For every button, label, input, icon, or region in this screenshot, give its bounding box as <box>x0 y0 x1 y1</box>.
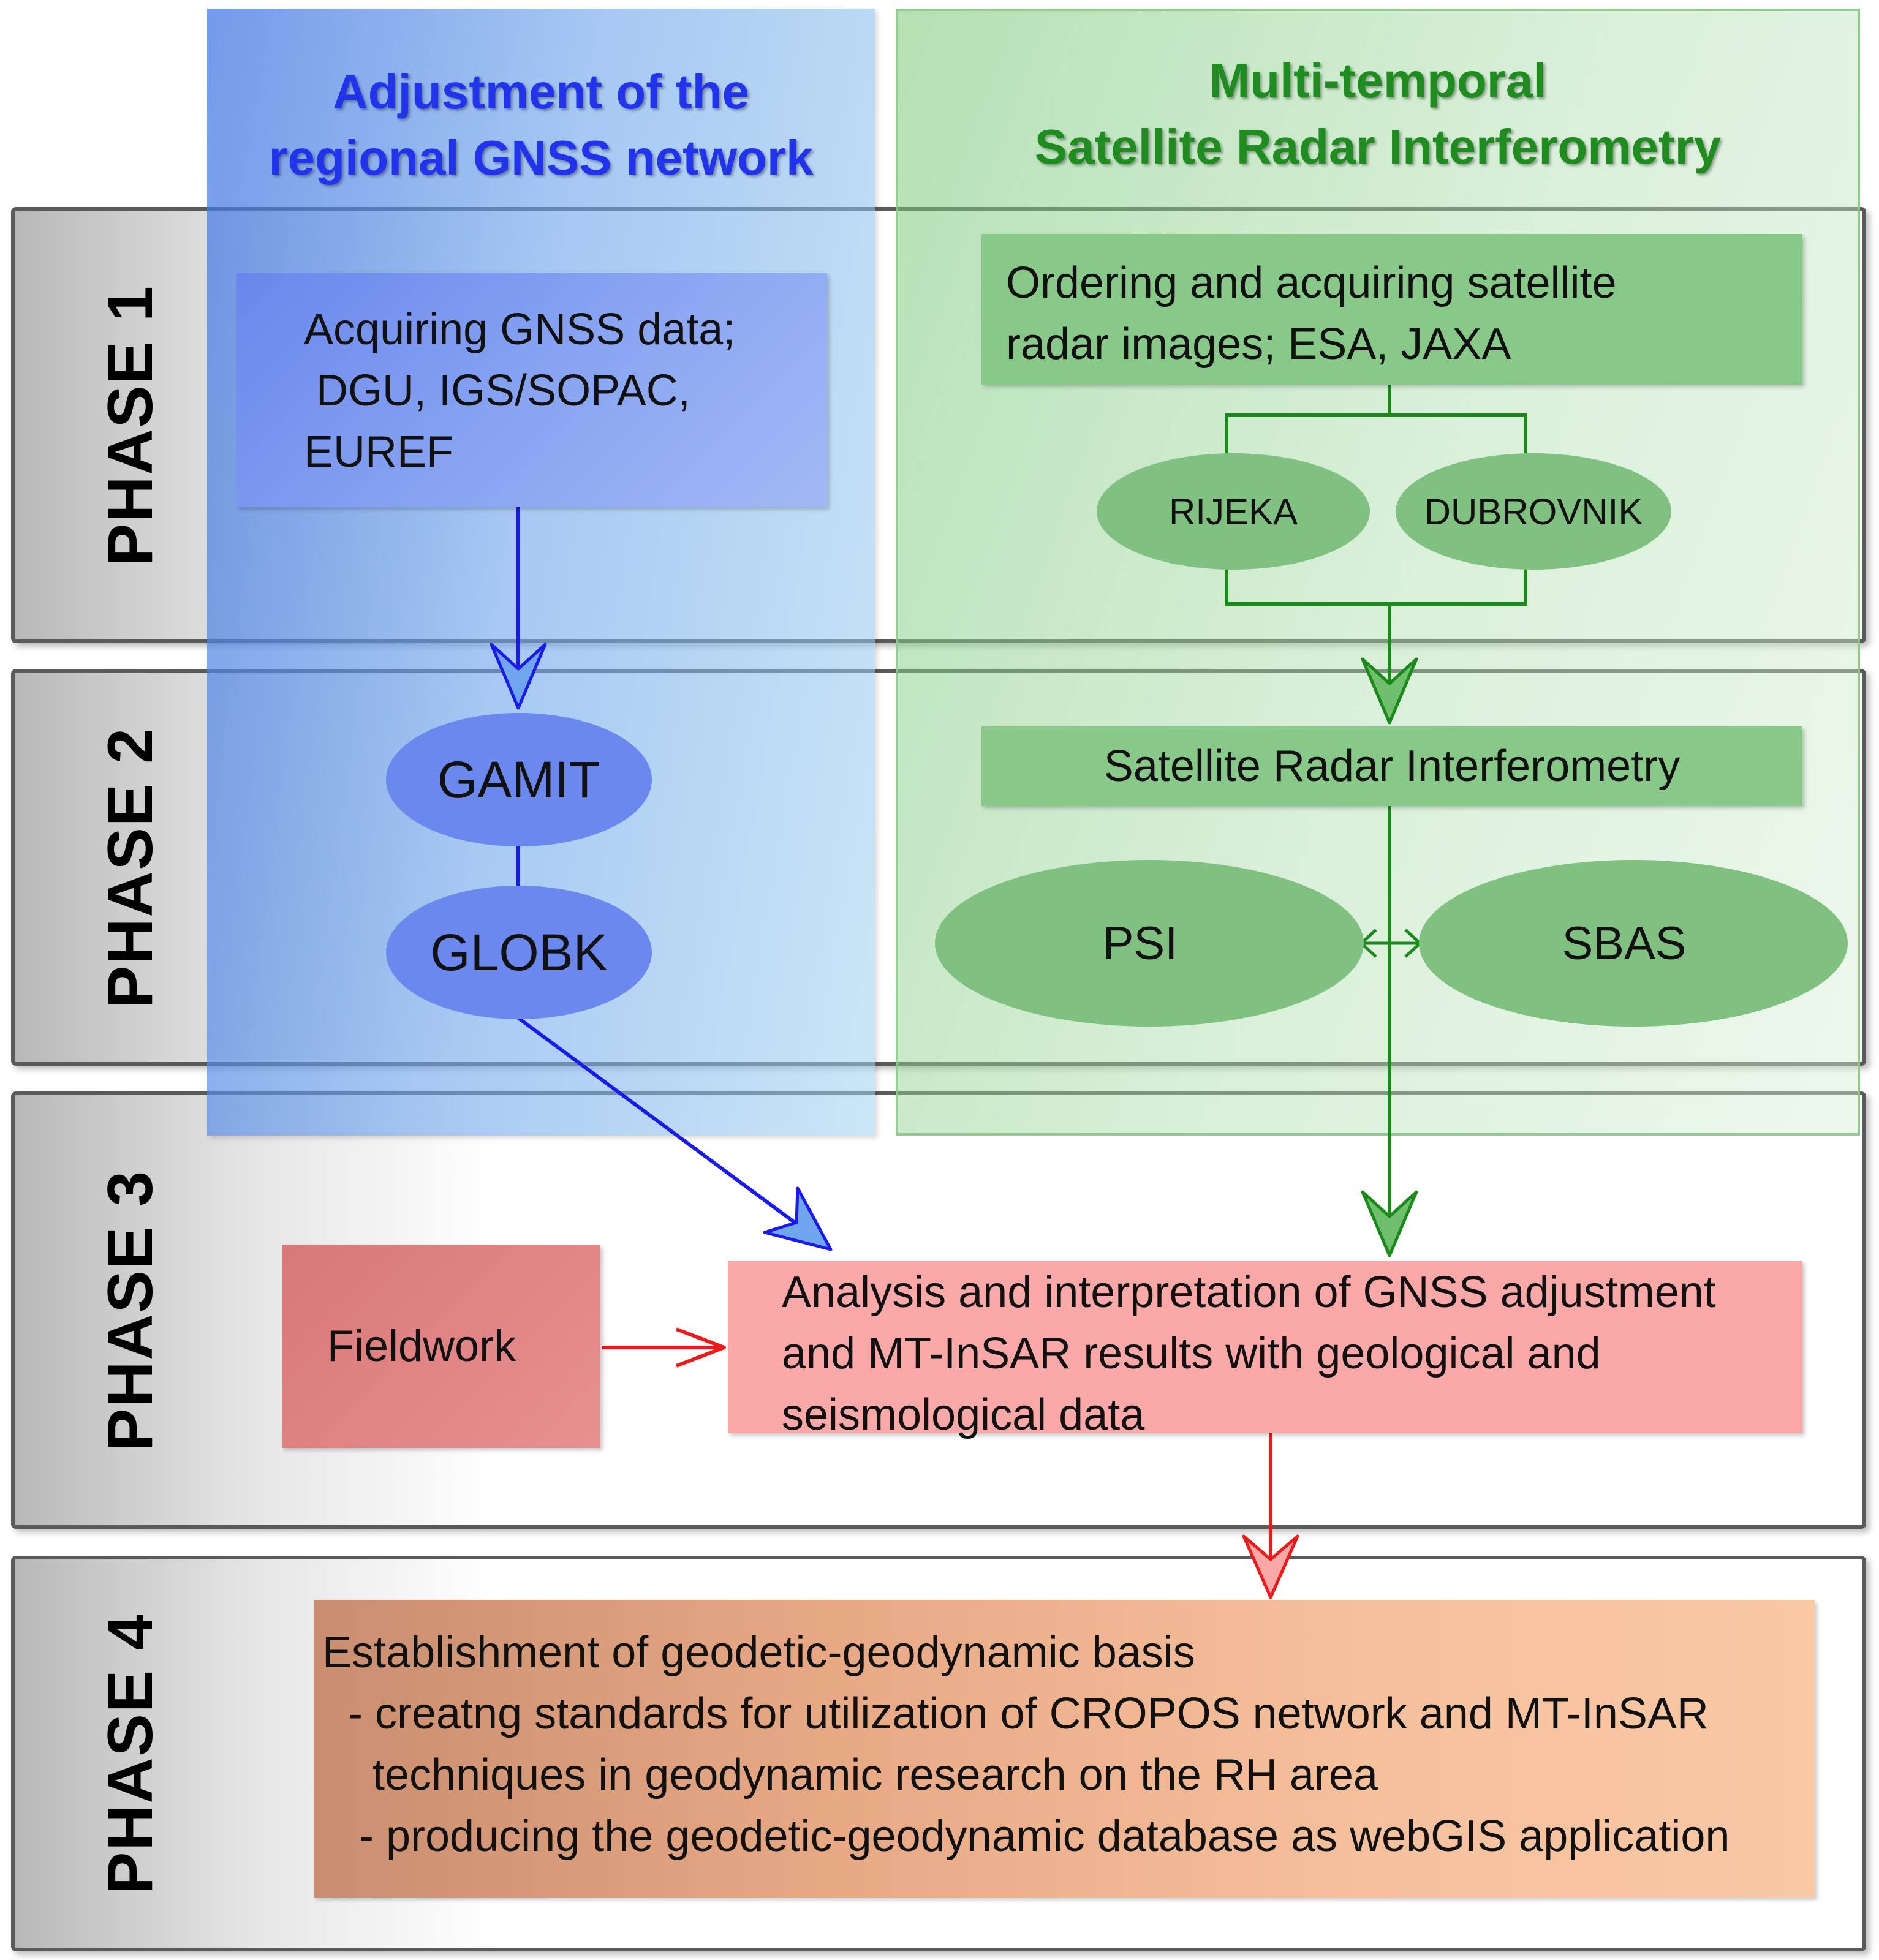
fieldwork-box: Fieldwork <box>282 1245 600 1448</box>
establishment-line-2: - creatng standards for utilization of C… <box>348 1689 1709 1738</box>
gamit-label: GAMIT <box>437 750 600 809</box>
insar-column-title: Multi-temporal Satellite Radar Interfero… <box>896 48 1860 180</box>
rijeka-ellipse: RIJEKA <box>1097 453 1370 570</box>
establishment-line-4: - producing the geodetic-geodynamic data… <box>359 1812 1730 1861</box>
fieldwork-label: Fieldwork <box>327 1322 516 1371</box>
psi-label: PSI <box>1102 917 1178 970</box>
insar-box-line-1: Ordering and acquiring satellite <box>1006 258 1617 307</box>
ordering-radar-images-box: Ordering and acquiring satellite radar i… <box>981 234 1802 385</box>
sri-label: Satellite Radar Interferometry <box>1103 742 1681 791</box>
gnss-column-title: Adjustment of the regional GNSS network <box>207 59 875 191</box>
rijeka-label: RIJEKA <box>1168 491 1298 532</box>
insar-title-line-2: Satellite Radar Interferometry <box>1034 119 1722 174</box>
insar-title-line-1: Multi-temporal <box>1209 53 1547 108</box>
satellite-radar-interferometry-box: Satellite Radar Interferometry <box>981 726 1802 806</box>
dubrovnik-ellipse: DUBROVNIK <box>1396 453 1671 570</box>
globk-ellipse: GLOBK <box>386 886 652 1019</box>
insar-merge-bracket <box>1225 567 1527 606</box>
globk-to-analysis-line <box>517 1016 828 1248</box>
gnss-title-line-1: Adjustment of the <box>333 64 749 119</box>
analysis-line-1: Analysis and interpretation of GNSS adju… <box>782 1268 1716 1317</box>
insar-box-line-2: radar images; ESA, JAXA <box>1006 320 1511 369</box>
gnss-box-line-3: EUREF <box>304 428 454 477</box>
dubrovnik-label: DUBROVNIK <box>1424 491 1643 532</box>
establishment-line-1: Establishment of geodetic-geodynamic bas… <box>322 1628 1195 1677</box>
gamit-ellipse: GAMIT <box>386 713 652 846</box>
establishment-box: Establishment of geodetic-geodynamic bas… <box>314 1600 1815 1898</box>
sri-to-analysis-arrowhead <box>1361 1190 1418 1257</box>
fieldwork-to-analysis-arrowhead <box>675 1327 726 1368</box>
acquiring-gnss-data-box: Acquiring GNSS data; DGU, IGS/SOPAC, EUR… <box>236 273 827 507</box>
gnss-box-line-2: DGU, IGS/SOPAC, <box>304 366 690 415</box>
globk-label: GLOBK <box>430 923 608 981</box>
analysis-interpretation-box: Analysis and interpretation of GNSS adju… <box>728 1261 1802 1439</box>
analysis-line-3: seismological data <box>782 1390 1145 1439</box>
sbas-ellipse: SBAS <box>1419 860 1848 1027</box>
analysis-line-2: and MT-InSAR results with geological and <box>782 1329 1601 1378</box>
analysis-to-establishment-arrowhead <box>1242 1534 1299 1599</box>
globk-to-analysis-arrowhead <box>763 1186 833 1251</box>
psi-ellipse: PSI <box>935 860 1364 1027</box>
merge-to-sri-arrowhead <box>1361 657 1418 725</box>
sbas-label: SBAS <box>1562 917 1687 970</box>
gnss-title-line-2: regional GNSS network <box>268 130 814 185</box>
insar-split-bracket-right <box>1389 413 1527 454</box>
insar-split-bracket <box>1225 385 1391 454</box>
gnss-box-line-1: Acquiring GNSS data; <box>304 305 736 354</box>
gnss-to-gamit-arrowhead <box>490 643 547 710</box>
establishment-line-3: techniques in geodynamic research on the… <box>372 1751 1378 1800</box>
